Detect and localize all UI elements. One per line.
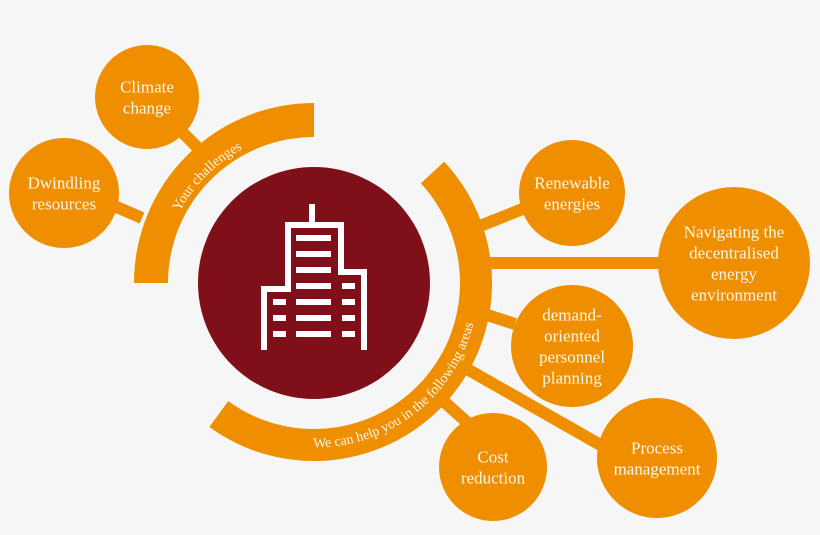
topic-bubble: Cost reduction [439,413,547,521]
bubble-label-line: Navigating the [684,223,785,242]
bubble-label-line: change [123,99,171,118]
office-building-icon [261,204,367,350]
bubble-circle [439,413,547,521]
bubble-label-line: decentralised [689,244,779,263]
bubble-label-line: planning [542,369,602,388]
bubble-label-line: oriented [544,327,600,346]
bubble-label-line: energies [544,195,600,214]
topic-bubble: Dwindling resources [9,138,119,248]
bubble-label-line: environment [691,286,777,305]
topic-bubble: Climate change [95,45,199,149]
help-areas-arc [209,161,493,462]
bubble-label-line: personnel [539,348,605,367]
bubble-circle [511,285,633,407]
topic-bubble: Navigating the decentralised energy environ… [658,187,810,339]
connector-line [457,359,607,453]
bubble-label-line: Climate [120,78,174,97]
challenges-arc [134,103,314,283]
bubble-label-line: energy [711,265,757,284]
bubble-label-line: reduction [461,469,526,488]
bubble-circle [95,45,199,149]
topic-bubble: Renewable energies [519,140,625,246]
bubble-circle [658,187,810,339]
bubble-label-line: Cost [477,448,508,467]
bubble-label-line: resources [32,195,96,214]
bubble-label-line: Renewable [534,174,610,193]
topic-bubble: demand-oriented personnel planning [511,285,633,407]
bubble-label-line: Dwindling [28,174,101,193]
topic-bubble: Process management [597,398,717,518]
bubble-circle [597,398,717,518]
bubble-label-line: management [614,460,701,479]
bubble-label-line: Process [631,439,683,458]
bubble-circle [519,140,625,246]
bubble-circle [9,138,119,248]
building-windows [273,235,355,337]
bubble-label-line: demand- [542,306,602,325]
connector-line [477,202,528,232]
